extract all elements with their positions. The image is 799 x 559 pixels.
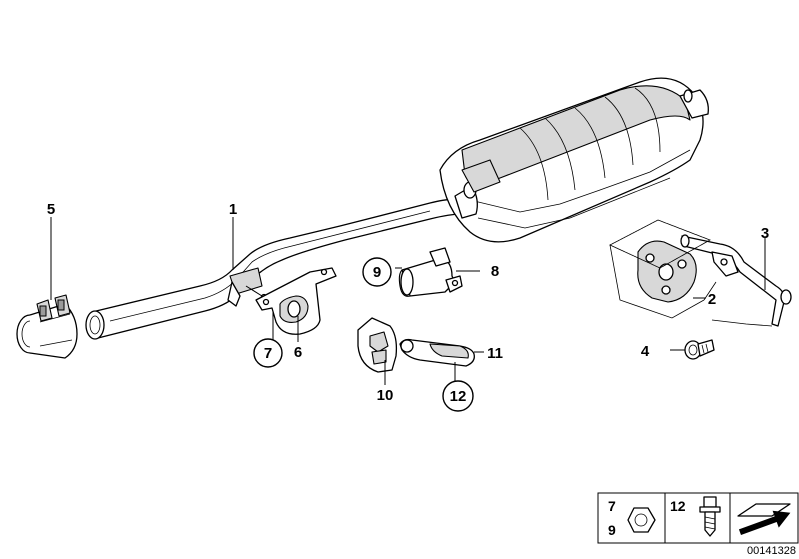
label-2: 2	[708, 291, 716, 308]
circle-12	[442, 380, 474, 412]
label-1: 1	[229, 201, 237, 218]
direction-arrow-icon	[737, 503, 791, 535]
pipe-part-3[interactable]	[680, 234, 792, 327]
circle-7	[253, 338, 283, 368]
leader-lines	[50, 217, 766, 385]
bracket-part-11[interactable]	[399, 338, 475, 367]
label-5: 5	[47, 201, 55, 218]
circle-9	[362, 257, 392, 287]
part-labels: 5 1 6 8 11 10 2 3 4 7 9 12	[47, 201, 769, 412]
label-3: 3	[761, 225, 769, 242]
label-9: 9	[373, 264, 381, 281]
label-11: 11	[487, 345, 503, 362]
rubber-mount-part-6[interactable]	[255, 267, 337, 335]
label-4: 4	[641, 343, 650, 360]
label-6: 6	[294, 344, 302, 361]
rubber-mount-part-8[interactable]	[398, 247, 463, 297]
gasket-part-2[interactable]	[637, 240, 697, 303]
screw-bolt-icon	[699, 496, 721, 537]
hanger-part-10[interactable]	[357, 317, 398, 373]
label-12: 12	[450, 388, 467, 405]
legend-label-12: 12	[670, 498, 686, 514]
legend-panel: 7 9 12	[597, 492, 799, 544]
exhaust-pipe-part-1[interactable]	[85, 198, 463, 340]
legend-label-9: 9	[608, 522, 616, 538]
reference-outlines	[609, 219, 773, 327]
legend-label-7: 7	[608, 498, 616, 514]
label-10: 10	[377, 387, 394, 404]
nut-icon	[627, 507, 656, 533]
label-8: 8	[491, 263, 499, 280]
pipe-clamp-part-5[interactable]	[16, 294, 78, 359]
bolt-part-4[interactable]	[684, 339, 715, 360]
label-7: 7	[264, 345, 272, 362]
diagram-code: 00141328	[747, 545, 796, 557]
rear-muffler[interactable]	[439, 77, 709, 243]
